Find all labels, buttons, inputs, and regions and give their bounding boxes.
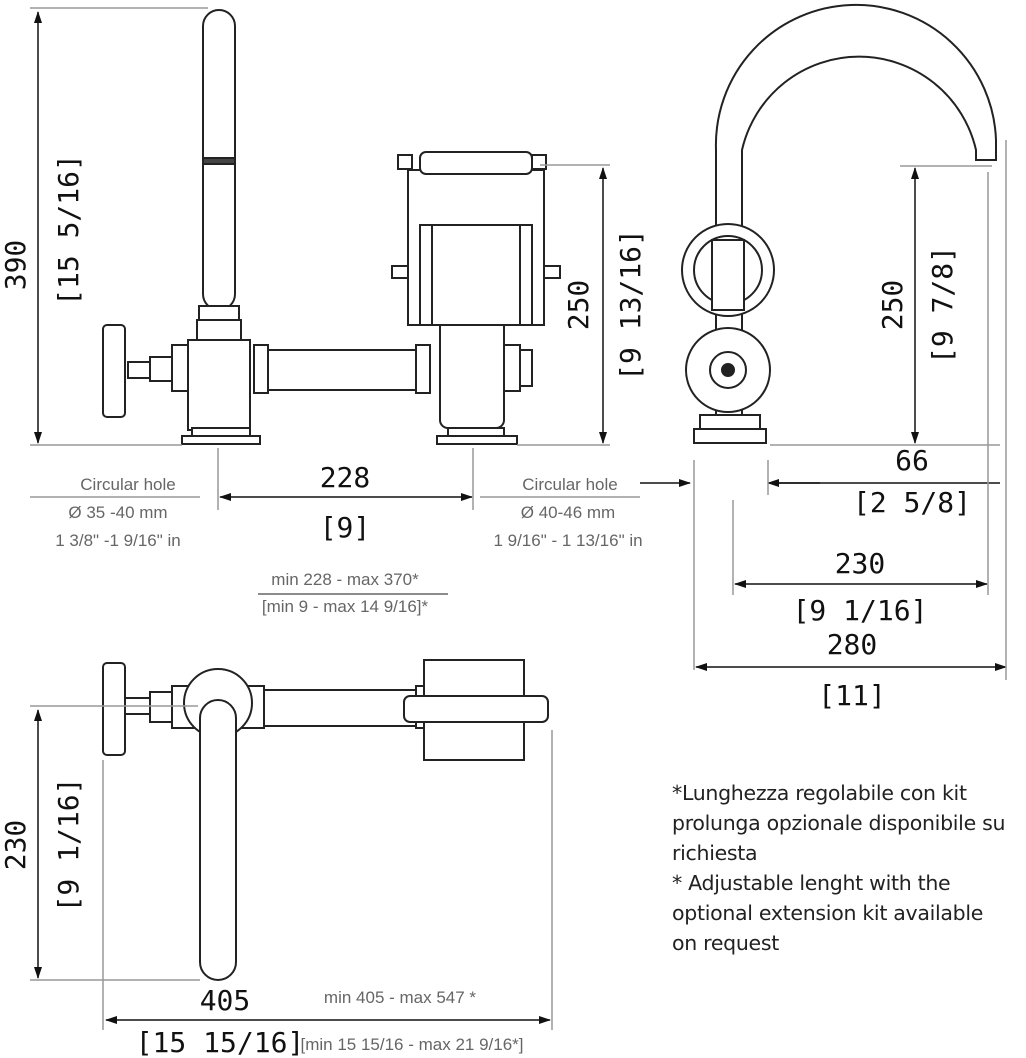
spout-230-label: 230 xyxy=(0,820,32,871)
spout-230-inches-label: [9 1/16] xyxy=(52,778,85,913)
note-line-2: prolunga opzionale disponibile su xyxy=(672,811,1006,835)
body-height-250-inches-label: [9 13/16] xyxy=(614,229,647,381)
reach-230-label: 230 xyxy=(835,547,886,580)
spacing-range-mm: min 228 - max 370* xyxy=(271,570,419,589)
note-line-6: on request xyxy=(672,931,779,955)
left-hole-mm: Ø 35 -40 mm xyxy=(68,503,167,522)
depth-280-label: 280 xyxy=(827,628,878,661)
spacing-228-inches-label: [9] xyxy=(320,511,371,544)
right-hole-in: 1 9/16" - 1 13/16" in xyxy=(493,531,642,550)
spacing-228-label: 228 xyxy=(320,461,371,494)
depth-280-inches-label: [11] xyxy=(818,679,885,712)
length-range-mm: min 405 - max 547 * xyxy=(324,988,477,1007)
note-line-4: * Adjustable lenght with the xyxy=(672,871,951,895)
length-405-inches-label: [15 15/16] xyxy=(136,1026,305,1058)
dimension-lines xyxy=(30,7,1007,1030)
length-405-label: 405 xyxy=(200,984,251,1017)
right-hole-label: Circular hole xyxy=(522,475,617,494)
height-390-label: 390 xyxy=(0,240,32,291)
side-height-250-inches-label: [9 7/8] xyxy=(926,246,959,364)
spacing-range-in: [min 9 - max 14 9/16]* xyxy=(262,597,429,616)
side-height-250-label: 250 xyxy=(876,280,909,331)
side-view-faucet xyxy=(681,3,997,444)
body-height-250-label: 250 xyxy=(562,280,595,331)
top-view-faucet xyxy=(102,659,549,981)
left-hole-label: Circular hole xyxy=(80,475,175,494)
base-66-label: 66 xyxy=(895,444,929,477)
note-line-1: *Lunghezza regolabile con kit xyxy=(672,781,967,805)
adjustable-length-note: *Lunghezza regolabile con kit prolunga o… xyxy=(672,778,1024,958)
right-hole-mm: Ø 40-46 mm xyxy=(521,503,615,522)
left-hole-in: 1 3/8" -1 9/16" in xyxy=(55,531,180,550)
base-66-inches-label: [2 5/8] xyxy=(853,486,971,519)
length-range-in: [min 15 15/16 - max 21 9/16*] xyxy=(300,1035,523,1054)
height-390-inches-label: [15 5/16] xyxy=(52,154,85,306)
note-line-3: richiesta xyxy=(672,841,758,865)
reach-230-inches-label: [9 1/16] xyxy=(793,594,928,627)
front-view-faucet xyxy=(102,9,561,445)
note-line-5: optional extension kit available xyxy=(672,901,984,925)
